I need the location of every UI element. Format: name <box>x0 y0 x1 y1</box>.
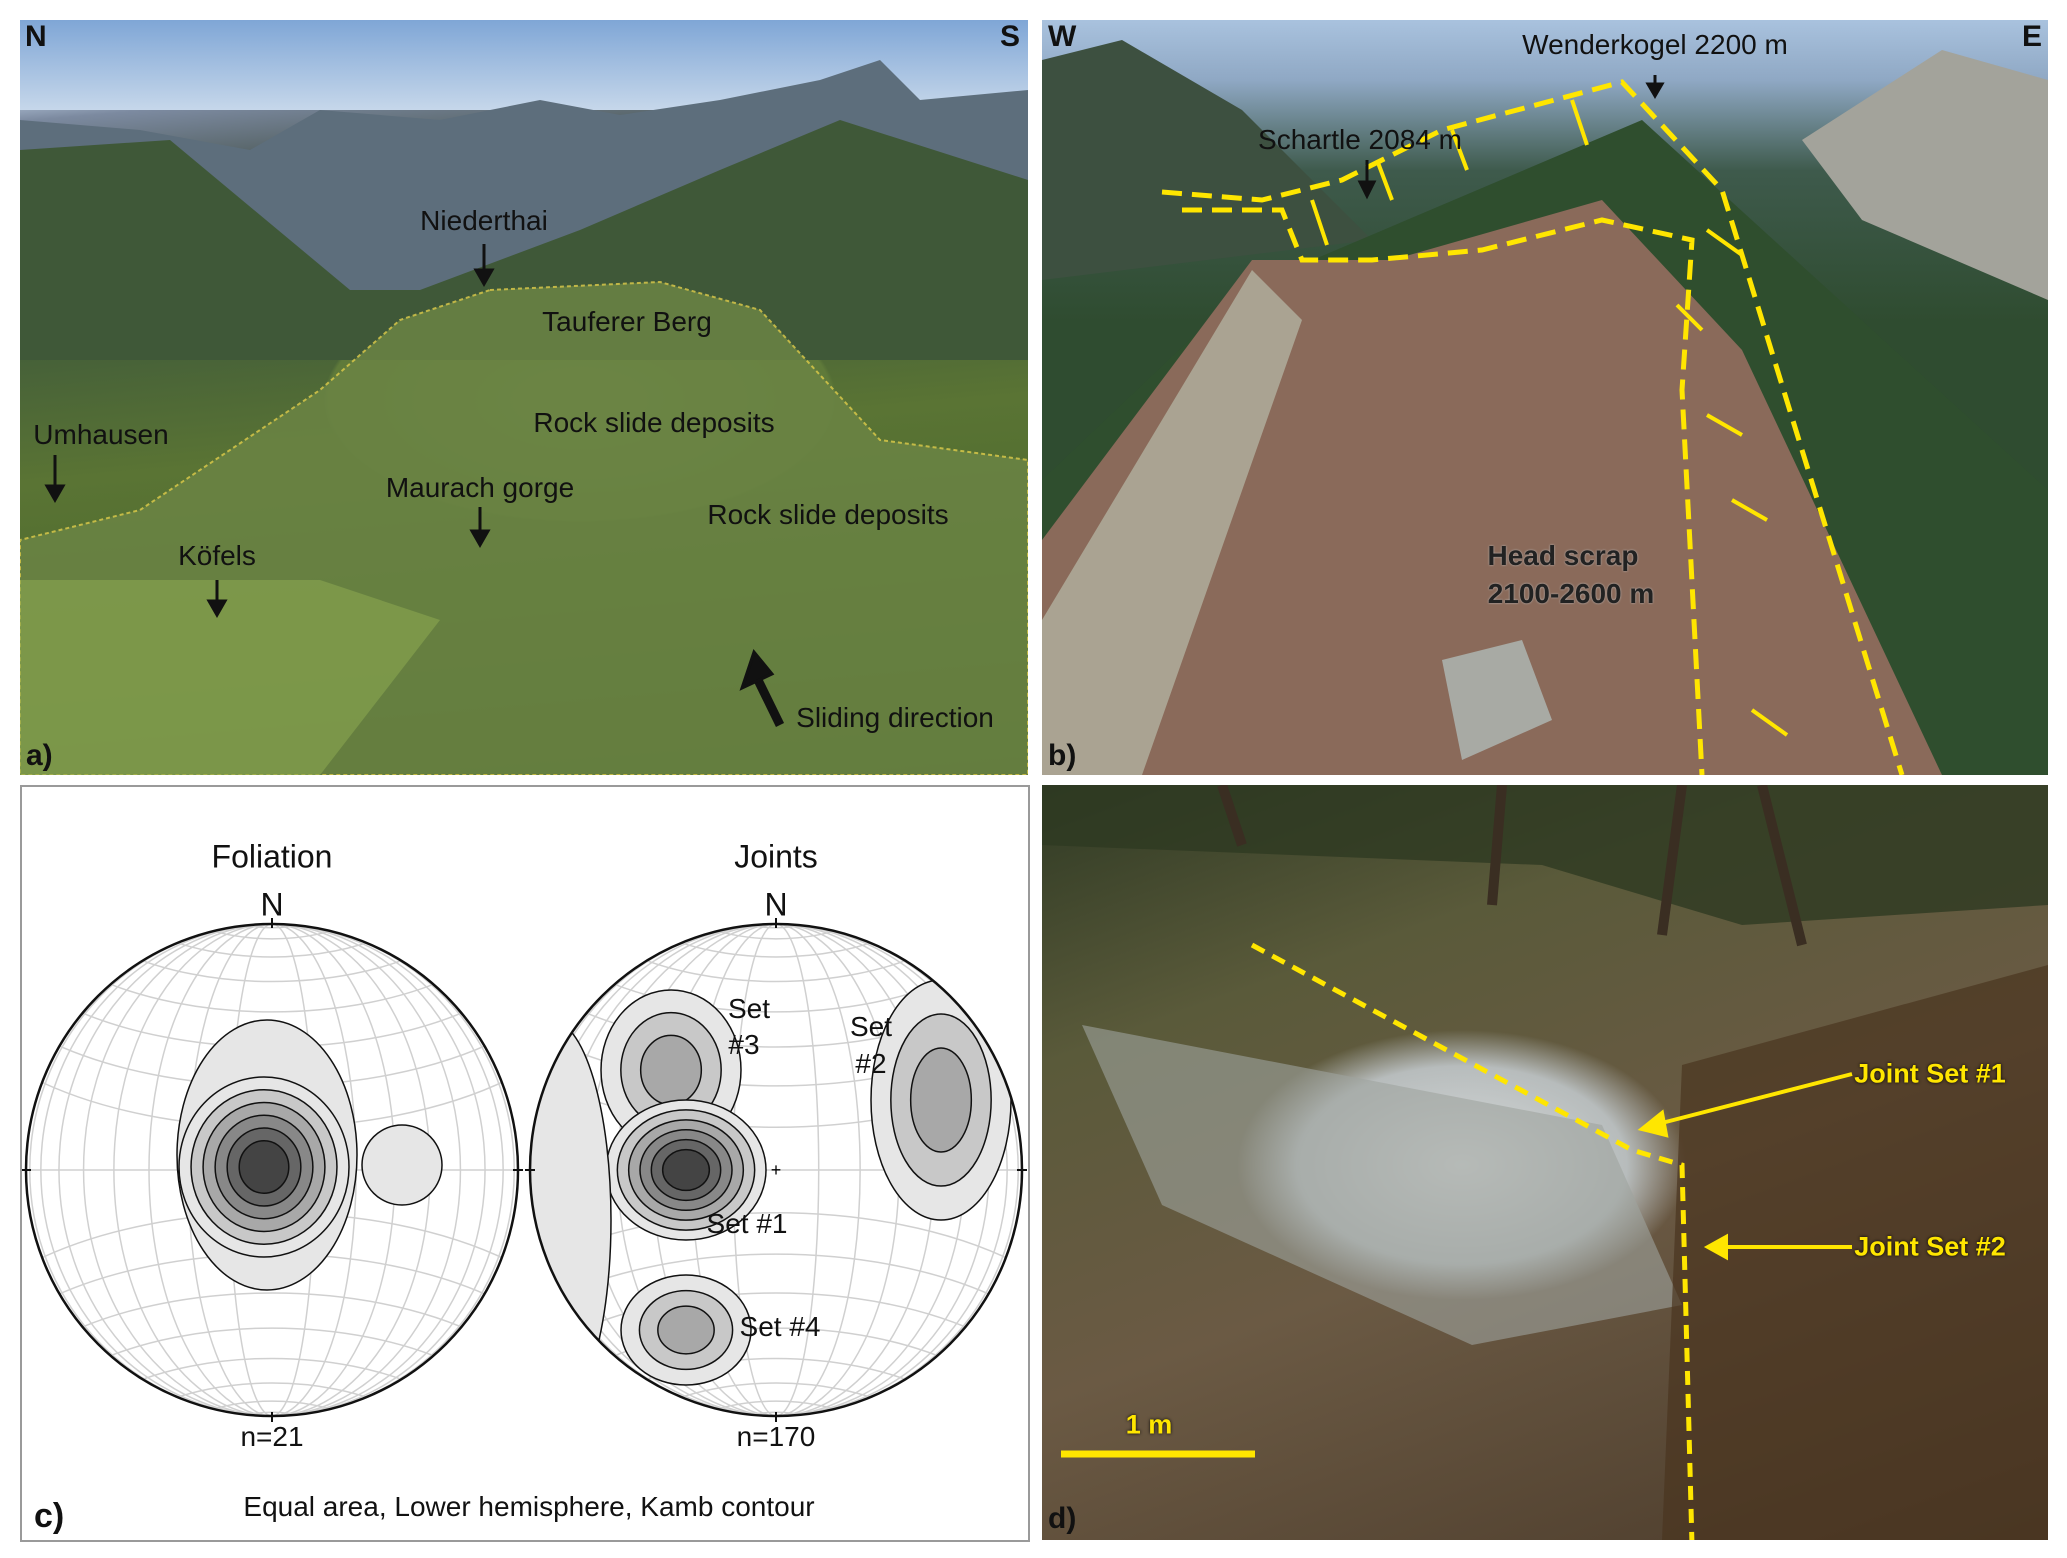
joints-net: + <box>525 918 1027 1422</box>
joints-north-label: N <box>764 886 788 923</box>
panel-d-overlay <box>1042 785 2048 1540</box>
rock-slide-deposits-label-2: Rock slide deposits <box>707 499 949 530</box>
contour-level <box>909 1047 973 1153</box>
small-circle <box>530 924 1022 1013</box>
wenderkogel-label: Wenderkogel 2200 m <box>1522 29 1788 60</box>
panel-b-overlay <box>1042 40 2048 775</box>
set-4-label: Set #4 <box>739 1311 821 1342</box>
koefels-label: Köfels <box>178 540 256 571</box>
schartle-label: Schartle 2084 m <box>1258 124 1462 155</box>
center-cross: + <box>771 1160 782 1180</box>
contour-level <box>657 1305 715 1355</box>
set-3-label-line1: Set <box>727 993 771 1024</box>
joints-title: Joints <box>734 838 818 875</box>
set-3-label-line2: #3 <box>728 1029 760 1060</box>
panel-d-photo: Joint Set #1 Joint Set #2 1 m d) <box>1042 785 2048 1540</box>
joint-set-1-label: Joint Set #1 <box>1854 1058 2006 1089</box>
panel-a-photo: N S Niederthai Tauferer Berg Umhausen Ro… <box>20 20 1028 775</box>
joints-count: n=170 <box>736 1421 816 1452</box>
contour-level <box>661 1148 711 1192</box>
panel-a-overlay <box>20 244 1028 775</box>
contour-level <box>639 1034 703 1106</box>
small-circle <box>553 924 999 983</box>
joint-set-2-label: Joint Set #2 <box>1854 1231 2006 1262</box>
east-label: E <box>2021 20 2042 53</box>
niederthai-label: Niederthai <box>420 205 548 236</box>
foliation-net <box>22 918 523 1422</box>
tauferer-berg-label: Tauferer Berg <box>542 306 712 337</box>
small-circle <box>26 924 518 1013</box>
scale-bar-label: 1 m <box>1125 1409 1173 1440</box>
small-circle <box>49 924 495 983</box>
small-circle <box>99 1382 445 1416</box>
set-1-label: Set #1 <box>706 1208 788 1239</box>
small-circle <box>553 1357 999 1416</box>
stereonet-plots: + <box>22 918 1027 1422</box>
foliation-count: n=21 <box>240 1421 304 1452</box>
small-circle <box>153 924 391 940</box>
small-circle <box>530 924 1022 1129</box>
small-circle <box>530 924 1022 1087</box>
set-2-label-line1: Set <box>849 1011 893 1042</box>
rock-slide-deposits-label: Rock slide deposits <box>533 407 775 438</box>
small-circle <box>603 924 949 958</box>
small-circle <box>530 924 1022 1048</box>
head-scrap-elevation: 2100-2600 m <box>1487 578 1655 609</box>
small-circle <box>153 1400 391 1416</box>
mountain-silhouette <box>20 60 1028 360</box>
panel-b-letter: b) <box>1048 739 1077 772</box>
small-circle <box>657 924 895 940</box>
panel-a-letter: a) <box>26 739 53 772</box>
head-scrap-label: Head scrap <box>1487 540 1639 571</box>
small-circle <box>530 1211 1022 1416</box>
small-circle <box>49 1357 495 1416</box>
foliation-north-label: N <box>260 886 284 923</box>
small-circle <box>26 1327 518 1416</box>
small-circle <box>603 1382 949 1416</box>
sliding-direction-label: Sliding direction <box>796 702 994 733</box>
contour-level <box>361 1124 443 1206</box>
west-label: W <box>1048 20 1077 53</box>
north-label: N <box>25 20 47 53</box>
small-circle <box>530 1292 1022 1416</box>
contours <box>176 1019 443 1291</box>
set-2-label-line2: #2 <box>855 1048 887 1079</box>
foliation-title: Foliation <box>211 838 333 875</box>
small-circle <box>99 924 445 958</box>
small-circle <box>26 924 518 1048</box>
panel-d-letter: d) <box>1048 1502 1077 1535</box>
small-circle <box>26 1292 518 1416</box>
small-circle <box>530 1253 1022 1416</box>
maurach-gorge-label: Maurach gorge <box>385 472 575 503</box>
panel-c-letter: c) <box>34 1497 65 1535</box>
umhausen-label: Umhausen <box>33 419 169 450</box>
small-circle <box>657 1400 895 1416</box>
projection-caption: Equal area, Lower hemisphere, Kamb conto… <box>243 1491 815 1522</box>
panel-c-stereonets: + Foliation N n=21 Joints N n=170 Set #1… <box>20 785 1030 1542</box>
panel-b-photo: W E Wenderkogel 2200 m Schartle 2084 m H… <box>1042 20 2048 775</box>
south-label: S <box>999 20 1020 53</box>
small-circle <box>530 1327 1022 1416</box>
contour-level <box>238 1140 290 1194</box>
